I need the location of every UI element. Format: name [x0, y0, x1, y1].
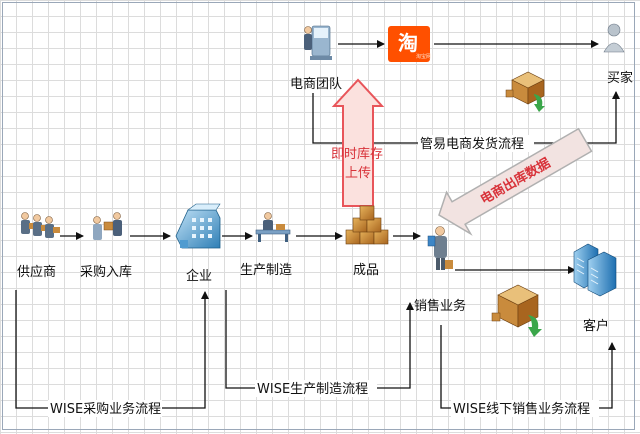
- label-production: 生产制造: [240, 263, 292, 278]
- flow-label-wise-purchase: WISE采购业务流程: [50, 401, 161, 417]
- purchase-people-icon: [93, 212, 122, 240]
- taobao-glyph: 淘: [398, 31, 418, 55]
- buyer-person-icon: [603, 23, 625, 53]
- taobao-subtitle: 淘宝网: [416, 53, 431, 60]
- ecommerce-team-icon: [304, 25, 332, 60]
- delivery-box-icon: [491, 284, 542, 337]
- label-customer: 客户: [583, 318, 609, 334]
- production-worker-icon: [255, 212, 291, 242]
- flow-label-wise-offline-sales: WISE线下销售业务流程: [453, 401, 590, 417]
- loop-wise-production: [225, 290, 414, 389]
- shipping-box-icon: [505, 71, 545, 112]
- inventory-upload-label-1: 即时库存: [331, 146, 383, 162]
- taobao-logo: 淘 淘宝网: [388, 26, 431, 62]
- enterprise-building-icon: [175, 203, 221, 249]
- sales-person-icon: [427, 226, 453, 270]
- inventory-upload-arrow: 即时库存 上传: [331, 78, 385, 207]
- flow-label-wise-production: WISE生产制造流程: [257, 382, 368, 397]
- flow-label-guanyi-shipping: 管易电商发货流程: [420, 136, 524, 152]
- label-ecommerce-team: 电商团队: [290, 77, 342, 92]
- inventory-upload-label-2: 上传: [345, 166, 371, 181]
- taobao-logo-bg: [388, 26, 430, 62]
- loop-wise-offline-sales: [440, 325, 616, 409]
- customer-server-icon: [573, 243, 617, 297]
- label-enterprise: 企业: [186, 268, 212, 284]
- supplier-people-icon: [21, 212, 60, 238]
- loop-wise-purchase: [15, 290, 209, 409]
- finished-goods-boxes-icon: [345, 205, 389, 245]
- inventory-upload-arrow-shape: [331, 78, 385, 207]
- label-buyer: 买家: [607, 70, 633, 86]
- canvas-border: [2, 2, 635, 430]
- label-supplier: 供应商: [17, 264, 56, 280]
- ecommerce-outbound-arrow-shape: [438, 127, 593, 236]
- label-sales: 销售业务: [414, 298, 466, 314]
- label-finished-goods: 成品: [353, 263, 379, 278]
- label-purchase-in: 采购入库: [80, 264, 132, 280]
